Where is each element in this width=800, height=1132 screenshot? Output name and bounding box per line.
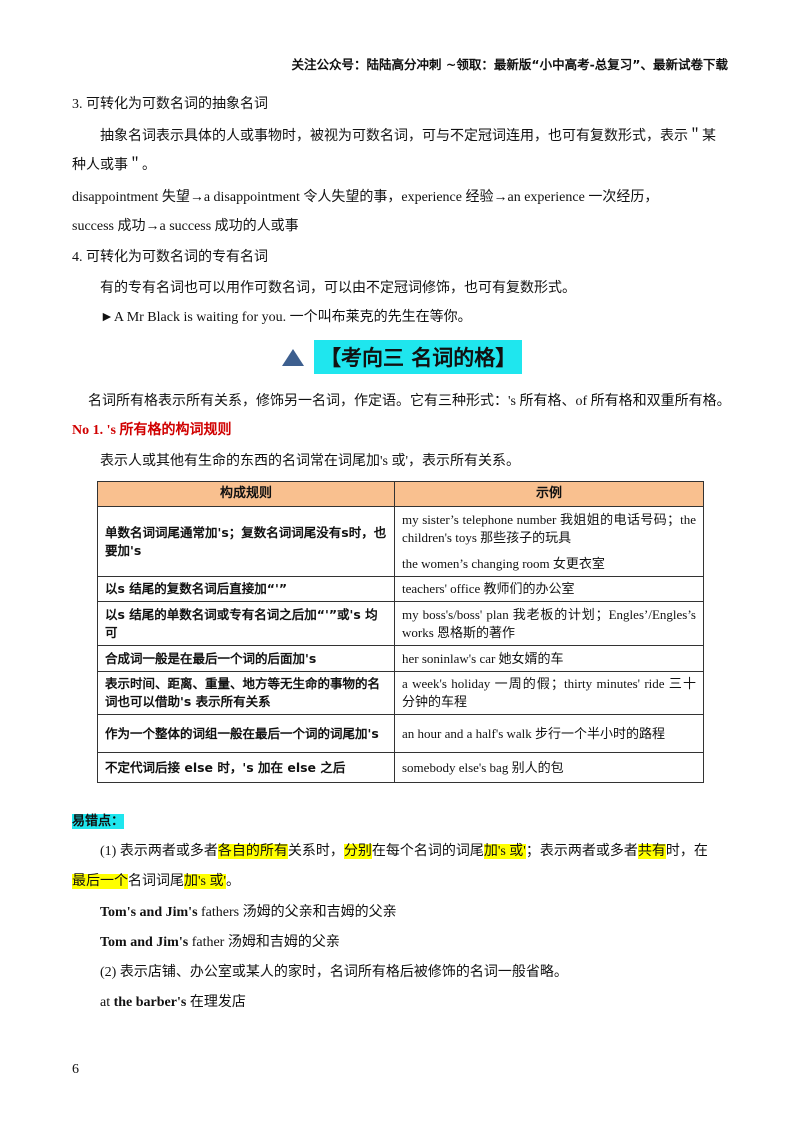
example-text: father 汤姆和吉姆的父亲	[188, 935, 340, 950]
highlighted-text: 共有	[637, 844, 666, 859]
example-text: my sister’s telephone number 我姐姐的电话号码；th…	[402, 511, 696, 545]
intro-paragraph: 名词所有格表示所有关系，修饰另一名词，作定语。它有三种形式：'s 所有格、of …	[88, 394, 731, 409]
rule-cell: 以s 结尾的复数名词后直接加“'”	[97, 576, 395, 602]
rule-cell: 表示时间、距离、重量、地方等无生命的事物的名词也可以借助's 表示所有关系	[97, 671, 395, 715]
example-cell: my sister’s telephone number 我姐姐的电话号码；th…	[394, 506, 704, 577]
page-header: 关注公众号：陆陆高分冲刺 ~领取：最新版“小中高考-总复习”、最新试卷下载	[291, 57, 728, 72]
section-3-heading: 3. 可转化为可数名词的抽象名词	[72, 97, 268, 112]
example-bold: Tom and Jim's	[100, 935, 189, 950]
highlighted-text: 加's 或'	[184, 874, 226, 889]
page-number: 6	[72, 1062, 79, 1077]
example-cell: a week's holiday 一周的假；thirty minutes' ri…	[394, 671, 704, 715]
text-segment: ；表示两者或多者	[525, 844, 638, 859]
table-row: 以s 结尾的复数名词后直接加“'”teachers' office 教师们的办公…	[97, 576, 704, 602]
pitfall-example-1: Tom's and Jim's fathers 汤姆的父亲和吉姆的父亲	[100, 904, 397, 922]
text-segment: 时，在	[665, 844, 708, 859]
rule-cell: 不定代词后接 else 时，'s 加在 else 之后	[97, 752, 395, 783]
pitfall-example-2: Tom and Jim's father 汤姆和吉姆的父亲	[100, 934, 340, 952]
example-cell: teachers' office 教师们的办公室	[394, 576, 704, 602]
highlighted-text: 分别	[343, 844, 372, 859]
pitfall-1-line-1: (1) 表示两者或多者各自的所有关系时，分别在每个名词的词尾加's 或'；表示两…	[100, 843, 708, 861]
pitfall-1-line-2: 最后一个名词词尾加's 或'。	[72, 873, 240, 891]
section-3-example-2: success 成功→a success 成功的人或事	[72, 219, 299, 234]
table-header-row: 构成规则 示例	[97, 481, 704, 507]
example-text: fathers 汤姆的父亲和吉姆的父亲	[197, 905, 397, 920]
highlighted-text: 各自的所有	[217, 844, 288, 859]
no1-paragraph: 表示人或其他有生命的东西的名词常在词尾加's 或'，表示所有关系。	[100, 454, 520, 469]
table-row: 单数名词词尾通常加's；复数名词词尾没有s时，也要加's my sister’s…	[97, 506, 704, 577]
section-3-paragraph: 抽象名词表示具体的人或事物时，被视为可数名词，可与不定冠词连用，也可有复数形式，…	[100, 129, 716, 144]
example-cell: my boss's/boss' plan 我老板的计划；Engles’/Engl…	[394, 601, 704, 646]
example-text: the women’s changing room 女更衣室	[402, 555, 605, 571]
rule-cell: 以s 结尾的单数名词或专有名词之后加“'”或's 均可	[97, 601, 395, 646]
text-segment: (1) 表示两者或多者	[100, 844, 218, 859]
example-cell: her soninlaw's car 她女婿的车	[394, 645, 704, 672]
example-text: at	[100, 995, 114, 1010]
pitfall-2: (2) 表示店铺、办公室或某人的家时，名词所有格后被修饰的名词一般省略。	[100, 965, 568, 980]
pitfall-example-3: at the barber's 在理发店	[100, 994, 246, 1012]
section-4-heading: 4. 可转化为可数名词的专有名词	[72, 250, 268, 265]
example-bold: Tom's and Jim's	[100, 905, 198, 920]
no1-heading: No 1. 's 所有格的构词规则	[72, 423, 232, 438]
text-segment: 。	[226, 874, 240, 889]
section-3-paragraph-cont: 种人或事＂。	[72, 158, 156, 173]
text-segment: 名词词尾	[128, 874, 184, 889]
possessive-rules-table: 构成规则 示例 单数名词词尾通常加's；复数名词词尾没有s时，也要加's my …	[97, 481, 704, 783]
text-segment: 在每个名词的词尾	[371, 844, 484, 859]
text-segment: 关系时，	[287, 844, 344, 859]
section-title: 【考向三 名词的格】	[282, 340, 523, 374]
rule-cell: 作为一个整体的词组一般在最后一个词的词尾加's	[97, 714, 395, 753]
example-bold: the barber's	[113, 995, 187, 1010]
example-text: 在理发店	[186, 995, 246, 1010]
rule-cell: 合成词一般是在最后一个词的后面加's	[97, 645, 395, 672]
rule-cell: 单数名词词尾通常加's；复数名词词尾没有s时，也要加's	[97, 506, 395, 577]
triangle-icon	[282, 348, 304, 366]
section-4-paragraph: 有的专有名词也可以用作可数名词，可以由不定冠词修饰，也可有复数形式。	[100, 281, 576, 296]
pitfalls-label: 易错点：	[72, 814, 125, 829]
section-title-text: 【考向三 名词的格】	[314, 340, 523, 374]
column-header: 构成规则	[97, 481, 395, 507]
column-header: 示例	[394, 481, 704, 507]
highlighted-text: 加's 或'	[483, 844, 526, 859]
example-cell: an hour and a half's walk 步行一个半小时的路程	[394, 714, 704, 753]
section-4-example: ►A Mr Black is waiting for you. 一个叫布莱克的先…	[100, 310, 472, 325]
section-3-example-1: disappointment 失望→a disappointment 令人失望的…	[72, 190, 659, 205]
highlighted-text: 最后一个	[72, 874, 128, 889]
example-cell: somebody else's bag 别人的包	[394, 752, 704, 783]
